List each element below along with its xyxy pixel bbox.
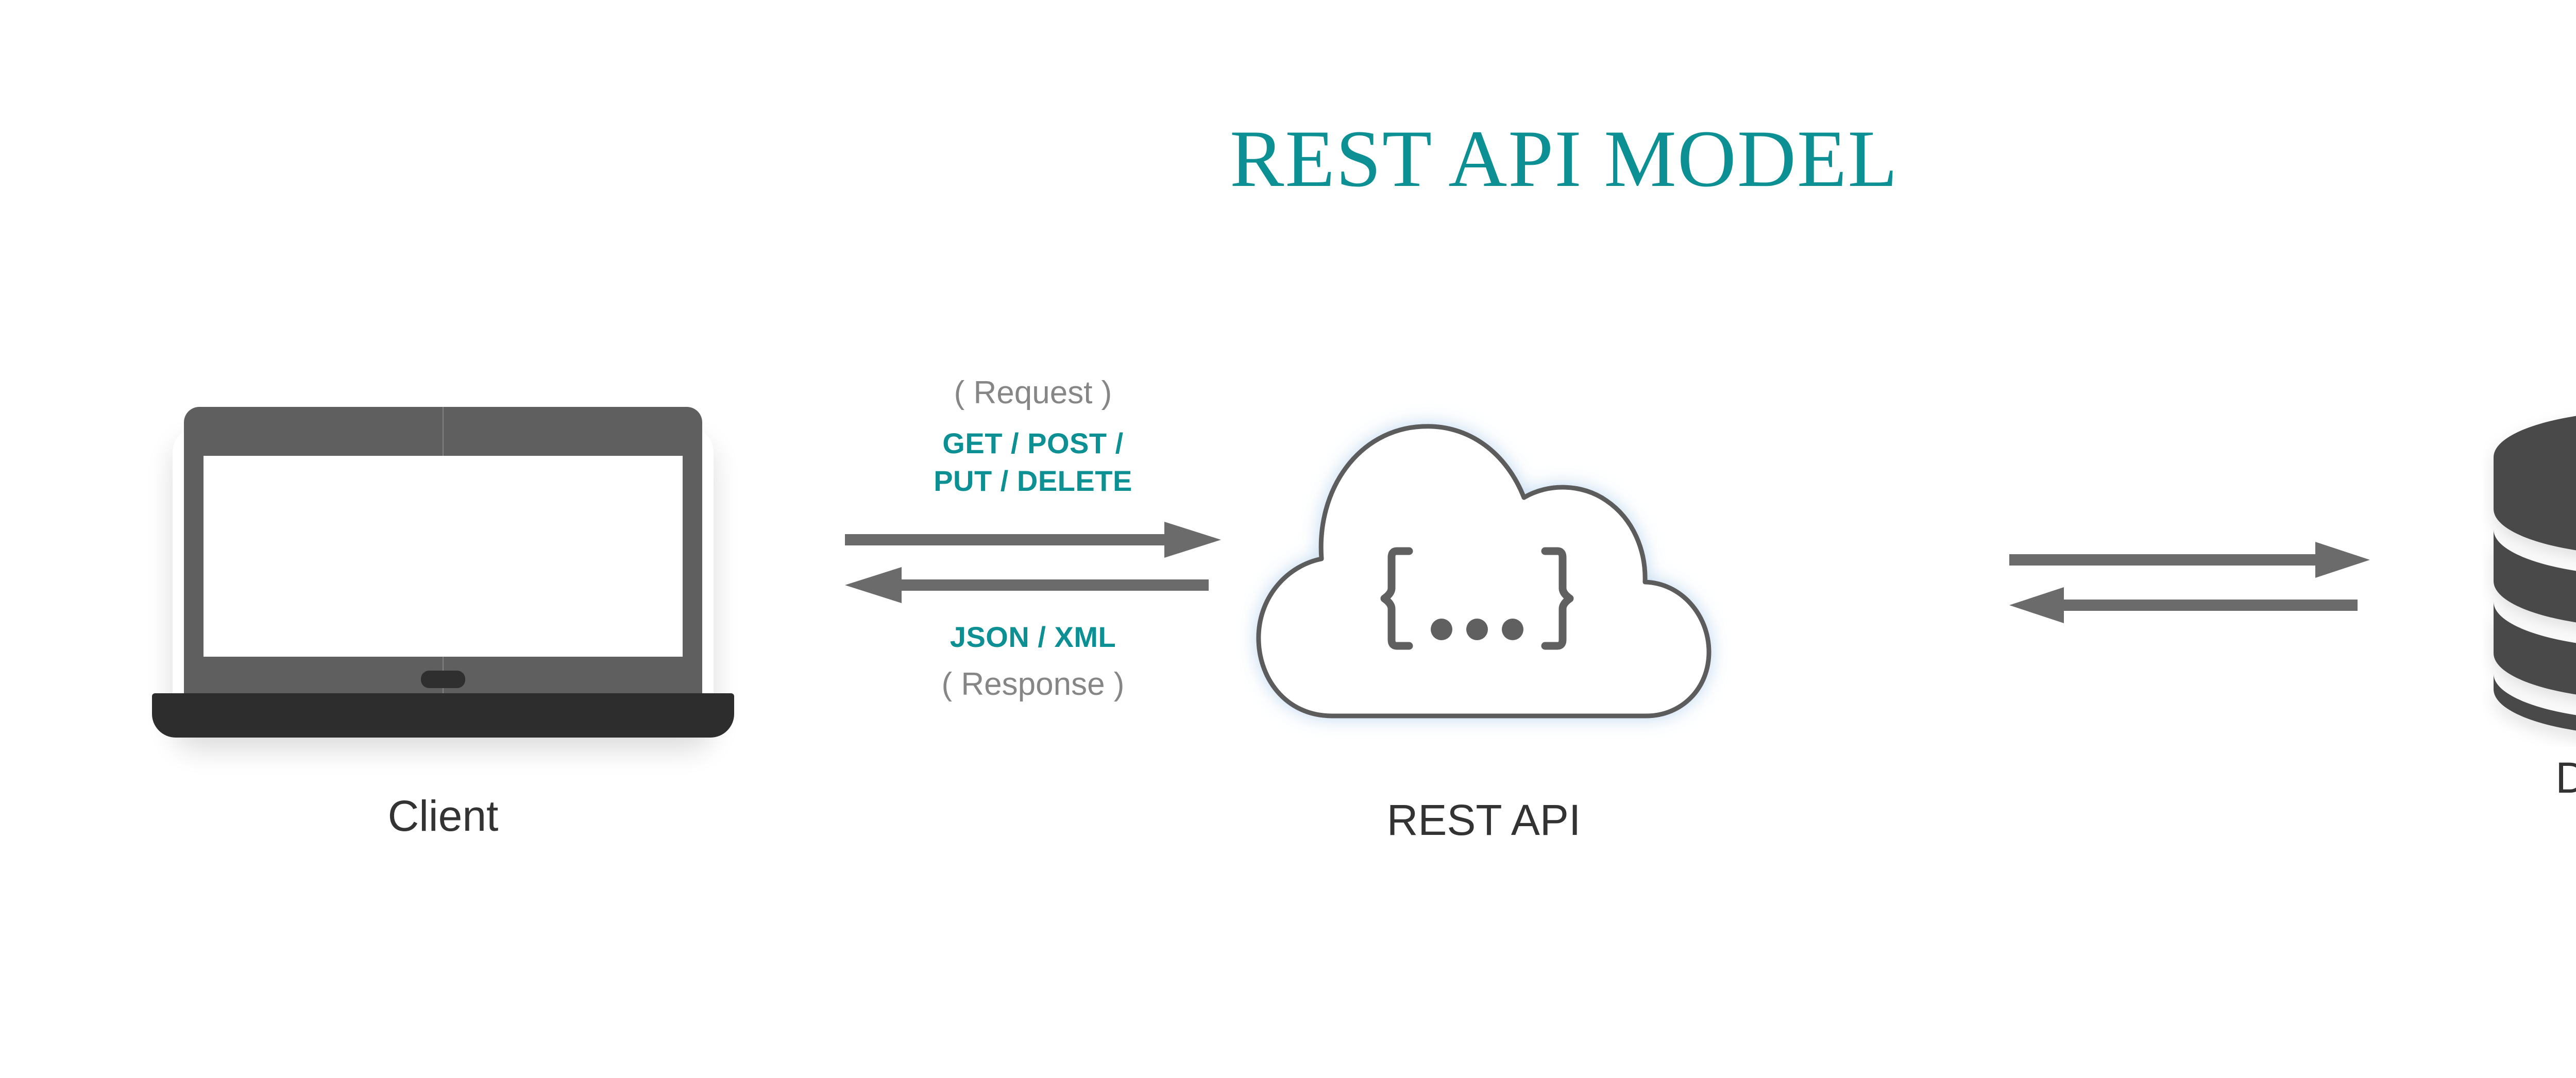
laptop-trackpad-notch [421, 671, 465, 688]
request-arrow-right [845, 521, 1221, 558]
database-label: Database [2555, 754, 2576, 802]
cloud-icon [1239, 397, 1728, 747]
client-api-arrow-pair [845, 511, 1221, 614]
api-database-flow [2009, 520, 2370, 639]
cloud-shape [1256, 424, 1711, 718]
db-result-arrow-left [2009, 587, 2358, 623]
request-methods-line-2: PUT / DELETE [934, 464, 1132, 497]
response-caption: ( Response ) [941, 666, 1125, 702]
client-node: Client [93, 407, 793, 841]
laptop-screen [204, 456, 683, 657]
laptop-base [152, 693, 734, 738]
response-format: JSON / XML [950, 620, 1116, 653]
arrow-pair-svg-right [2009, 542, 2370, 623]
db-query-arrow-right [2009, 542, 2370, 578]
api-database-arrow-pair [2009, 532, 2370, 635]
database-cylinder-icon [2483, 391, 2576, 747]
arrow-pair-svg [845, 521, 1221, 603]
laptop-lid [184, 407, 702, 716]
response-arrow-left [845, 567, 1209, 603]
request-methods-line-1: GET / POST / [942, 427, 1124, 460]
json-braces-symbol [1380, 547, 1574, 650]
page-title: REST API MODEL [1229, 114, 1899, 204]
laptop-icon [152, 407, 734, 747]
api-label: REST API [1386, 796, 1581, 844]
client-api-flow: ( Request ) GET / POST / PUT / DELETE JS… [845, 374, 1221, 703]
client-label: Client [387, 792, 499, 840]
request-caption: ( Request ) [954, 375, 1112, 410]
database-shape [2494, 416, 2576, 731]
api-node: REST API [1226, 397, 1741, 845]
database-node: Database [2442, 391, 2576, 803]
ellipsis-dots [1431, 619, 1523, 640]
